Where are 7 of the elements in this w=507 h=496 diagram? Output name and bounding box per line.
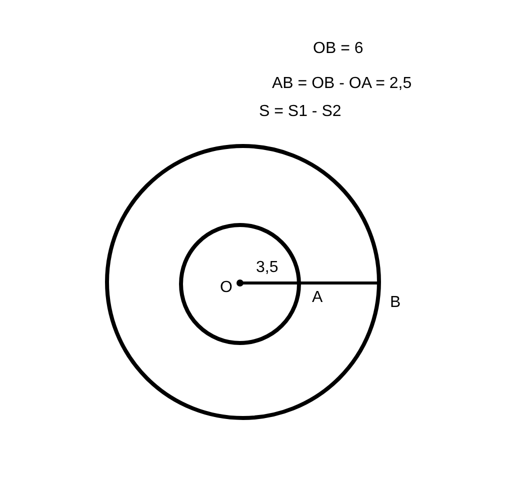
point-label: B: [390, 294, 401, 312]
radius-label: 3,5: [256, 259, 278, 277]
formula-text: AB = OB - OA = 2,5: [272, 75, 412, 93]
formula-text: S = S1 - S2: [259, 103, 342, 121]
point-label: A: [312, 289, 323, 307]
point-label: O: [220, 279, 232, 297]
formula-text: OB = 6: [313, 40, 364, 58]
